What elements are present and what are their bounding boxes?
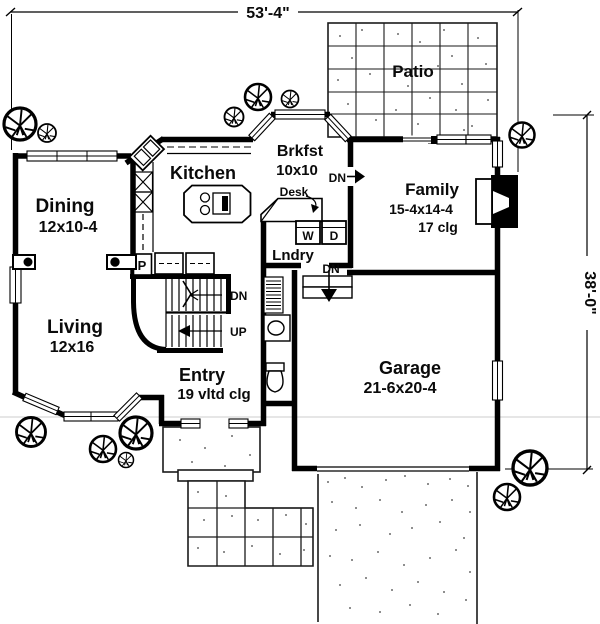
entry-door — [180, 418, 249, 429]
stairs — [165, 279, 228, 347]
garage-door — [317, 464, 469, 474]
range-cabinets — [132, 171, 154, 250]
patio-door — [403, 135, 431, 144]
brkfst-dn-arrow — [347, 169, 365, 184]
washer-box — [295, 220, 321, 245]
room-label-living: Living — [47, 317, 103, 338]
desk-label: Desk — [280, 185, 309, 199]
stair-dn-label: DN — [230, 289, 247, 303]
garage-step-landing — [302, 270, 353, 302]
dryer-label: D — [330, 229, 339, 243]
half-wall-columns — [12, 254, 137, 270]
brkfst-dn-label: DN — [329, 171, 346, 185]
room-label-family: Family — [405, 180, 459, 199]
room-size-garage: 21-6x20-4 — [364, 380, 437, 397]
laundry-fixtures — [260, 169, 365, 393]
patio-stipple — [335, 29, 489, 131]
driveway-stipple — [327, 475, 471, 615]
front-walk — [187, 480, 314, 567]
dimension-height-label: 38'-0" — [581, 271, 598, 314]
desk-surface — [260, 197, 323, 223]
stair-break-line — [182, 280, 192, 308]
wall-stub — [428, 136, 437, 144]
fireplace — [475, 175, 518, 228]
room-size-family: 15-4x14-4 — [389, 201, 453, 217]
stair-dn-arrow — [189, 289, 222, 301]
dimension-right — [505, 110, 594, 475]
room-label-dining: Dining — [35, 196, 94, 217]
interior-walls — [130, 274, 231, 353]
pantry-label: P — [138, 258, 147, 273]
windows — [9, 109, 504, 474]
garage-dn-label: DN — [322, 262, 339, 276]
room-label-kitchen: Kitchen — [170, 163, 236, 183]
room-label-patio: Patio — [392, 62, 434, 81]
room-label-laundry: Lndry — [272, 247, 314, 264]
toilet — [265, 362, 285, 393]
stair-up-label: UP — [230, 325, 247, 339]
room-size-dining: 12x10-4 — [39, 219, 98, 236]
room-label-entry: Entry — [179, 365, 225, 385]
front-stoop — [162, 426, 261, 482]
driveway — [317, 472, 478, 624]
corner-sink — [128, 134, 166, 172]
room-ceiling-family: 17 clg — [418, 219, 458, 235]
room-label-garage: Garage — [379, 358, 441, 378]
room-size-living: 12x16 — [50, 339, 95, 356]
coat-closet — [263, 276, 284, 314]
room-label-brkfst: Brkfst — [277, 143, 324, 160]
room-size-brkfst: 10x10 — [276, 162, 318, 179]
kitchen-island — [183, 184, 252, 224]
dimension-width-label: 53'-4" — [246, 5, 289, 22]
kitchen-fixtures — [128, 134, 252, 252]
dryer-box — [321, 220, 347, 245]
pantry-cabinets — [12, 252, 215, 276]
washer-label: W — [302, 229, 314, 243]
room-ceiling-entry: 19 vltd clg — [177, 386, 250, 403]
powder-sink — [263, 314, 291, 342]
